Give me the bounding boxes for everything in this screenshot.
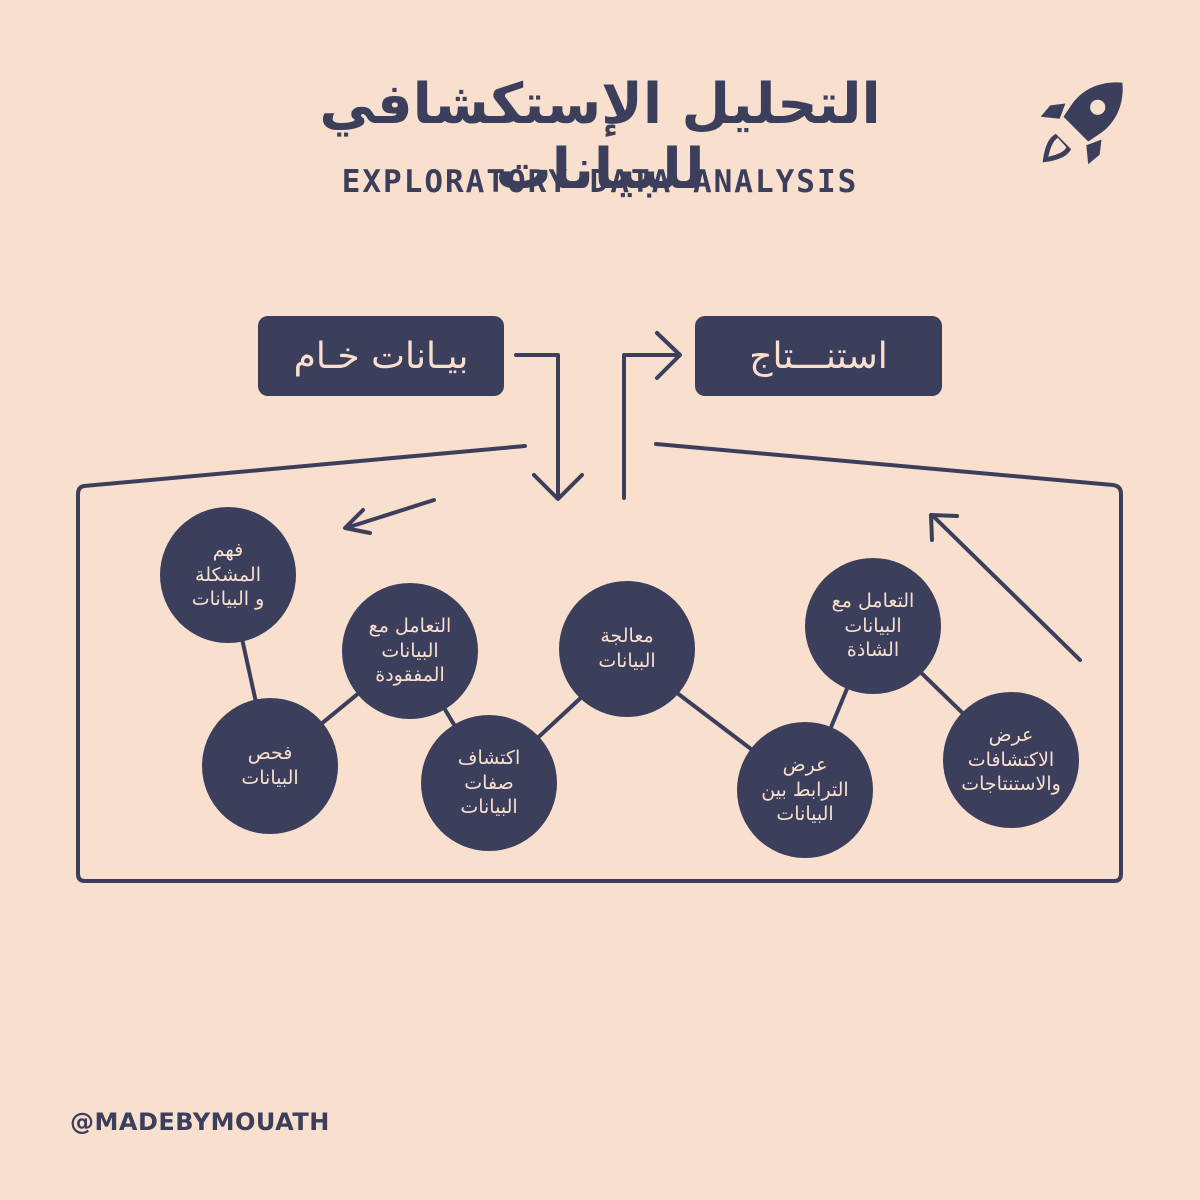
process-frame [76, 442, 1123, 883]
arrow-process-start [344, 498, 436, 530]
page-title-english: EXPLORATORY DATA ANALYSIS [341, 164, 859, 200]
raw-data-label: بيـانات خـام [293, 335, 469, 377]
author-handle: @MADEBYMOUATH [70, 1108, 330, 1136]
arrow-into-process [514, 353, 560, 500]
step-understand-problem: فهم المشكلة و البيانات [160, 507, 296, 643]
arrow-process-return [930, 513, 1082, 662]
step-missing-data: التعامل مع البيانات المفقودة [342, 583, 478, 719]
step-present-findings: عرض الاكتشافات والاستنتاجات [943, 692, 1079, 828]
step-process-data: معالجة البيانات [559, 581, 695, 717]
page-title-arabic: التحليل الإستكشافي للبيانات [319, 72, 881, 202]
conclusion-box: استنـــتاج [695, 316, 942, 396]
conclusion-label: استنـــتاج [749, 335, 888, 377]
rocket-icon [1040, 82, 1123, 165]
step-inspect-data: فحص البيانات [202, 698, 338, 834]
raw-data-box: بيـانات خـام [258, 316, 504, 396]
step-correlation: عرض الترابط بين البيانات [737, 722, 873, 858]
step-explore-features: اكتشاف صفات البيانات [421, 715, 557, 851]
arrow-out-of-process [622, 353, 681, 500]
step-outliers: التعامل مع البيانات الشاذة [805, 558, 941, 694]
